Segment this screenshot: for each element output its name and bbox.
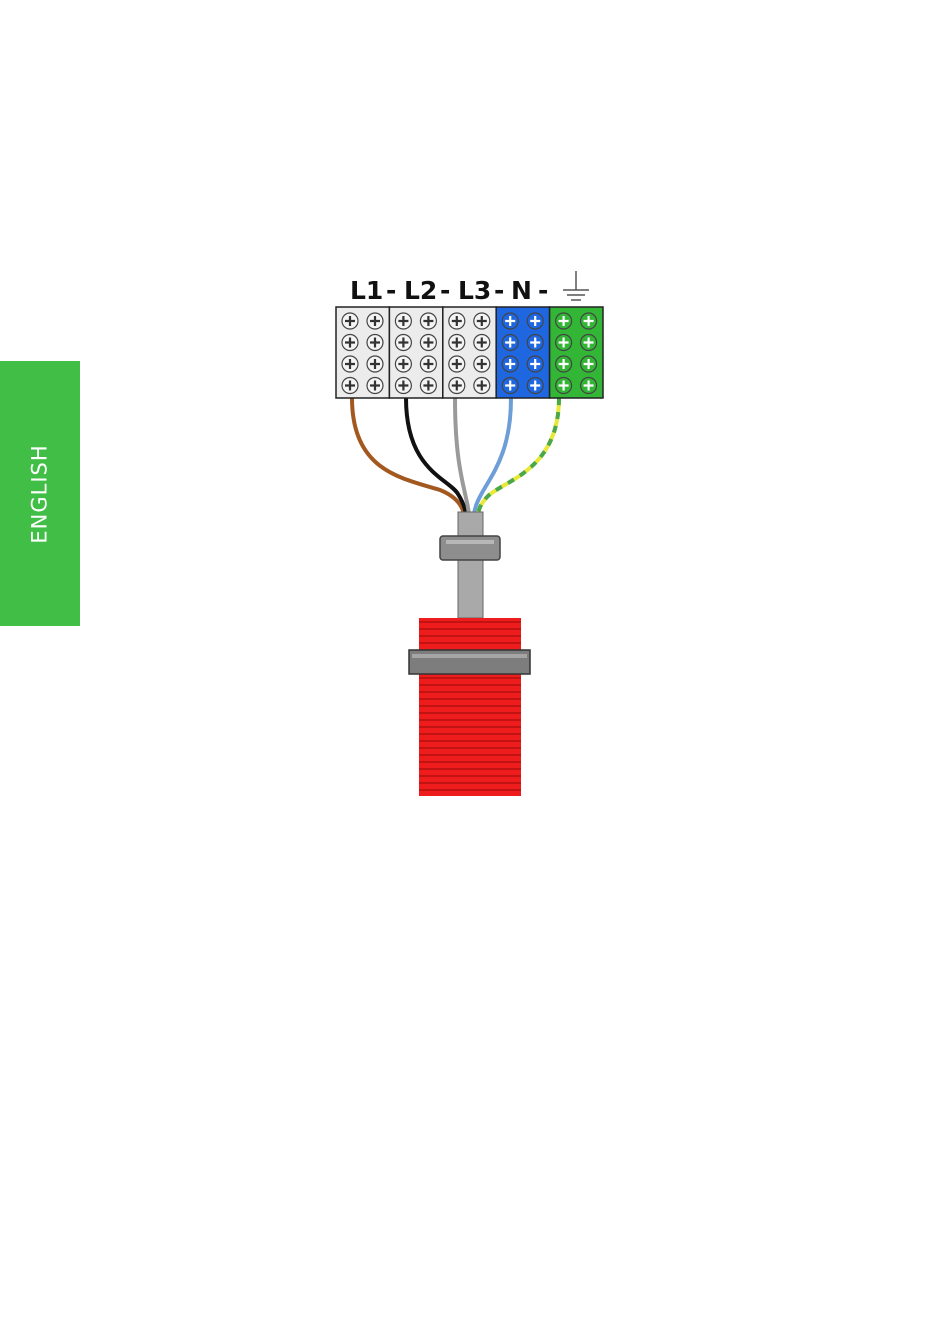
- wire-l3: [455, 398, 469, 514]
- screw-icon: [581, 378, 597, 394]
- screw-icon: [527, 378, 543, 394]
- separator-1: -: [386, 276, 396, 305]
- gland-nut-highlight: [446, 540, 494, 544]
- screw-icon: [342, 313, 358, 329]
- terminal-block-5: [550, 307, 603, 398]
- screw-icon: [502, 356, 518, 372]
- screw-icon: [420, 335, 436, 351]
- screw-icon: [367, 335, 383, 351]
- terminal-label-l2: L2: [404, 276, 437, 305]
- screw-icon: [395, 356, 411, 372]
- terminal-block-1: [336, 307, 389, 398]
- wire-earth-stripe: [478, 398, 559, 514]
- element-nut: [409, 650, 530, 674]
- ground-icon: [563, 271, 589, 300]
- screw-icon: [342, 356, 358, 372]
- screw-icon: [474, 335, 490, 351]
- wire-n: [474, 398, 511, 514]
- terminal-label-l3: L3: [458, 276, 491, 305]
- screw-icon: [420, 356, 436, 372]
- gland-nut: [440, 536, 500, 560]
- screw-icon: [367, 356, 383, 372]
- wires: [352, 398, 559, 514]
- terminal-block-3: [443, 307, 496, 398]
- screw-icon: [449, 335, 465, 351]
- screw-icon: [502, 335, 518, 351]
- screw-icon: [474, 378, 490, 394]
- terminal-label-l1: L1: [350, 276, 383, 305]
- terminal-blocks: [336, 307, 603, 398]
- cable-sheath: [458, 512, 483, 618]
- terminal-label-n: N: [511, 276, 532, 305]
- screw-icon: [420, 378, 436, 394]
- screw-icon: [395, 313, 411, 329]
- screw-icon: [502, 378, 518, 394]
- screw-icon: [420, 313, 436, 329]
- screw-icon: [474, 356, 490, 372]
- screw-icon: [581, 356, 597, 372]
- screw-icon: [556, 313, 572, 329]
- screw-icon: [395, 378, 411, 394]
- screw-icon: [581, 335, 597, 351]
- screw-icon: [556, 378, 572, 394]
- element-nut-highlight: [412, 654, 527, 658]
- screw-icon: [581, 313, 597, 329]
- screw-icon: [527, 356, 543, 372]
- heating-element: [409, 512, 530, 796]
- screw-icon: [474, 313, 490, 329]
- screw-icon: [556, 335, 572, 351]
- separator-3: -: [494, 276, 504, 305]
- screw-icon: [449, 313, 465, 329]
- terminal-labels: L1 - L2 - L3 - N -: [350, 271, 589, 305]
- terminal-block-4: [496, 307, 549, 398]
- screw-icon: [527, 313, 543, 329]
- screw-icon: [342, 335, 358, 351]
- screw-icon: [449, 356, 465, 372]
- screw-icon: [367, 313, 383, 329]
- screw-icon: [395, 335, 411, 351]
- screw-icon: [556, 356, 572, 372]
- screw-icon: [367, 378, 383, 394]
- screw-icon: [342, 378, 358, 394]
- separator-2: -: [440, 276, 450, 305]
- separator-4: -: [538, 276, 548, 305]
- screw-icon: [449, 378, 465, 394]
- screw-icon: [502, 313, 518, 329]
- screw-icon: [527, 335, 543, 351]
- terminal-block-2: [389, 307, 442, 398]
